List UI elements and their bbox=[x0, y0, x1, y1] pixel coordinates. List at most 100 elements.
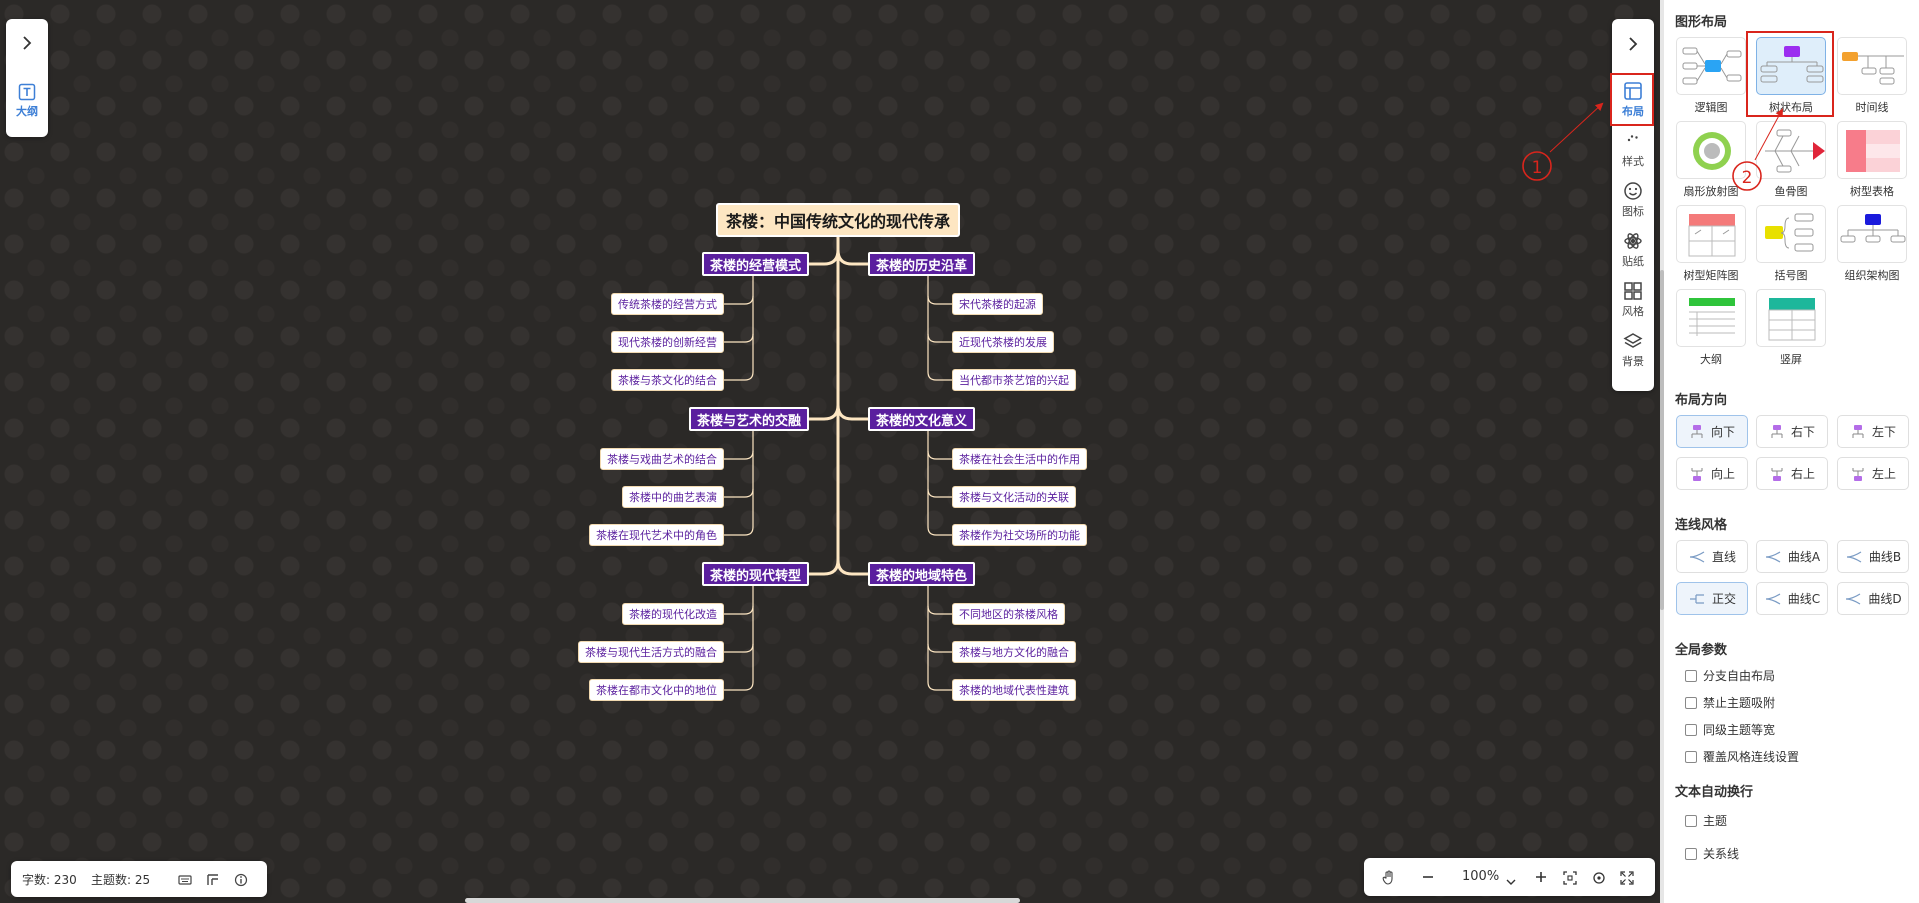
connector-line bbox=[723, 371, 754, 381]
mindmap-canvas[interactable]: 茶楼：中国传统文化的现代传承茶楼的经营模式传统茶楼的经营方式现代茶楼的创新经营茶… bbox=[0, 0, 1660, 903]
branch-topic[interactable]: 茶楼与艺术的交融 bbox=[688, 407, 809, 431]
fit-screen-icon[interactable] bbox=[1563, 870, 1577, 889]
subtopic[interactable]: 茶楼在都市文化中的地位 bbox=[589, 679, 724, 701]
toolbar-item-0[interactable]: 布局 bbox=[1612, 81, 1654, 119]
locate-center-icon[interactable] bbox=[1592, 870, 1606, 889]
subtopic[interactable]: 茶楼与茶文化的结合 bbox=[611, 369, 724, 391]
wrap-option-0[interactable]: 主题 bbox=[1685, 812, 1727, 829]
connector-line bbox=[927, 643, 953, 653]
subtopic[interactable]: 近现代茶楼的发展 bbox=[952, 331, 1054, 353]
subtopic[interactable]: 茶楼与戏曲艺术的结合 bbox=[600, 448, 724, 470]
word-count: 字数: 230 bbox=[22, 873, 77, 887]
layout-option-2[interactable] bbox=[1837, 37, 1907, 95]
direction-icon bbox=[1691, 467, 1703, 481]
line-style-option-1[interactable]: 曲线A bbox=[1756, 540, 1828, 573]
branch-topic[interactable]: 茶楼的现代转型 bbox=[701, 562, 809, 586]
subtopic[interactable]: 茶楼在社会生活中的作用 bbox=[952, 448, 1087, 470]
subtopic[interactable]: 不同地区的茶楼风格 bbox=[952, 603, 1065, 625]
subtopic[interactable]: 茶楼与地方文化的融合 bbox=[952, 641, 1076, 663]
direction-option-1[interactable]: 右下 bbox=[1756, 415, 1828, 448]
outline-button[interactable]: 大纲 bbox=[6, 83, 48, 119]
layout-thumbnail-icon bbox=[1760, 46, 1824, 83]
subtopic[interactable]: 宋代茶楼的起源 bbox=[952, 293, 1043, 315]
direction-option-0[interactable]: 向下 bbox=[1676, 415, 1748, 448]
checkbox[interactable] bbox=[1685, 696, 1697, 709]
checkbox[interactable] bbox=[1685, 847, 1697, 860]
subtopic[interactable]: 现代茶楼的创新经营 bbox=[611, 331, 724, 353]
line-style-option-3[interactable]: 正交 bbox=[1676, 582, 1748, 615]
zoom-in-button[interactable] bbox=[1534, 869, 1548, 888]
checkbox[interactable] bbox=[1685, 723, 1697, 736]
connector-line bbox=[723, 605, 754, 615]
layout-option-1[interactable] bbox=[1756, 37, 1826, 95]
direction-option-5[interactable]: 左上 bbox=[1837, 457, 1909, 490]
connector-line bbox=[723, 450, 754, 460]
collapse-panel-button[interactable] bbox=[1612, 31, 1654, 57]
toolbar-item-4[interactable]: 风格 bbox=[1612, 281, 1654, 319]
layout-option-4[interactable] bbox=[1756, 121, 1826, 179]
layout-option-0[interactable] bbox=[1676, 37, 1746, 95]
line-style-icon bbox=[1765, 550, 1781, 563]
branch-topic[interactable]: 茶楼的文化意义 bbox=[868, 407, 976, 431]
checkbox[interactable] bbox=[1685, 814, 1697, 827]
toolbar-item-label: 背景 bbox=[1622, 355, 1644, 368]
fullscreen-icon[interactable] bbox=[1620, 870, 1634, 889]
hand-icon[interactable] bbox=[1382, 870, 1396, 889]
branch-topic[interactable]: 茶楼的经营模式 bbox=[701, 252, 809, 276]
connector-line bbox=[836, 403, 870, 421]
subtopic[interactable]: 茶楼的地域代表性建筑 bbox=[952, 679, 1076, 701]
line-style-option-5[interactable]: 曲线D bbox=[1837, 582, 1909, 615]
layout-option-10[interactable] bbox=[1756, 289, 1826, 347]
direction-option-3[interactable]: 向上 bbox=[1676, 457, 1748, 490]
subtopic[interactable]: 茶楼作为社交场所的功能 bbox=[952, 524, 1087, 546]
layout-option-8[interactable] bbox=[1837, 205, 1907, 263]
global-option-2[interactable]: 同级主题等宽 bbox=[1685, 721, 1775, 738]
toolbar-item-2[interactable]: 图标 bbox=[1612, 181, 1654, 219]
layout-option-9[interactable] bbox=[1676, 289, 1746, 347]
line-style-option-4[interactable]: 曲线C bbox=[1756, 582, 1828, 615]
toolbar-item-3[interactable]: 贴纸 bbox=[1612, 231, 1654, 269]
root-topic[interactable]: 茶楼：中国传统文化的现代传承 bbox=[715, 203, 961, 237]
highlight-box-layout bbox=[1610, 73, 1654, 126]
info-icon[interactable] bbox=[234, 872, 248, 891]
minimap-icon[interactable] bbox=[206, 872, 220, 891]
direction-option-2[interactable]: 左下 bbox=[1837, 415, 1909, 448]
panel-scrollbar[interactable] bbox=[1660, 270, 1664, 610]
line-style-option-label: 曲线D bbox=[1868, 592, 1902, 606]
global-option-3[interactable]: 覆盖风格连线设置 bbox=[1685, 748, 1799, 765]
zoom-out-button[interactable] bbox=[1421, 869, 1435, 888]
connector-line bbox=[723, 681, 754, 691]
step-marker-2-text: 2 bbox=[1742, 168, 1753, 188]
connector-line bbox=[723, 526, 754, 536]
canvas-scrollbar[interactable] bbox=[465, 898, 1020, 903]
line-style-option-2[interactable]: 曲线B bbox=[1837, 540, 1909, 573]
subtopic[interactable]: 茶楼与文化活动的关联 bbox=[952, 486, 1076, 508]
global-option-1[interactable]: 禁止主题吸附 bbox=[1685, 694, 1775, 711]
checkbox[interactable] bbox=[1685, 750, 1697, 763]
line-style-option-0[interactable]: 直线 bbox=[1676, 540, 1748, 573]
toolbar-item-5[interactable]: 背景 bbox=[1612, 331, 1654, 369]
subtopic[interactable]: 茶楼在现代艺术中的角色 bbox=[589, 524, 724, 546]
branch-topic[interactable]: 茶楼的历史沿革 bbox=[868, 252, 976, 276]
direction-icon bbox=[1852, 467, 1864, 481]
direction-option-4[interactable]: 右上 bbox=[1756, 457, 1828, 490]
checkbox[interactable] bbox=[1685, 669, 1697, 682]
layout-option-3[interactable] bbox=[1676, 121, 1746, 179]
layout-option-7[interactable] bbox=[1756, 205, 1826, 263]
layout-option-6[interactable] bbox=[1676, 205, 1746, 263]
toolbar-item-1[interactable]: 样式 bbox=[1612, 131, 1654, 169]
zoom-level[interactable]: 100% bbox=[1462, 869, 1500, 884]
subtopic[interactable]: 茶楼的现代化改造 bbox=[622, 603, 724, 625]
subtopic[interactable]: 传统茶楼的经营方式 bbox=[611, 293, 724, 315]
expand-left-button[interactable] bbox=[6, 29, 48, 57]
subtopic[interactable]: 茶楼中的曲艺表演 bbox=[622, 486, 724, 508]
subtopic[interactable]: 茶楼与现代生活方式的融合 bbox=[578, 641, 724, 663]
branch-topic[interactable]: 茶楼的地域特色 bbox=[868, 562, 976, 586]
zoom-dropdown-icon[interactable] bbox=[1506, 871, 1516, 890]
wrap-option-1[interactable]: 关系线 bbox=[1685, 845, 1739, 862]
layout-option-5[interactable] bbox=[1837, 121, 1907, 179]
global-option-0[interactable]: 分支自由布局 bbox=[1685, 667, 1775, 684]
connector-line bbox=[927, 333, 953, 343]
keyboard-icon[interactable] bbox=[178, 872, 192, 891]
subtopic[interactable]: 当代都市茶艺馆的兴起 bbox=[952, 369, 1076, 391]
